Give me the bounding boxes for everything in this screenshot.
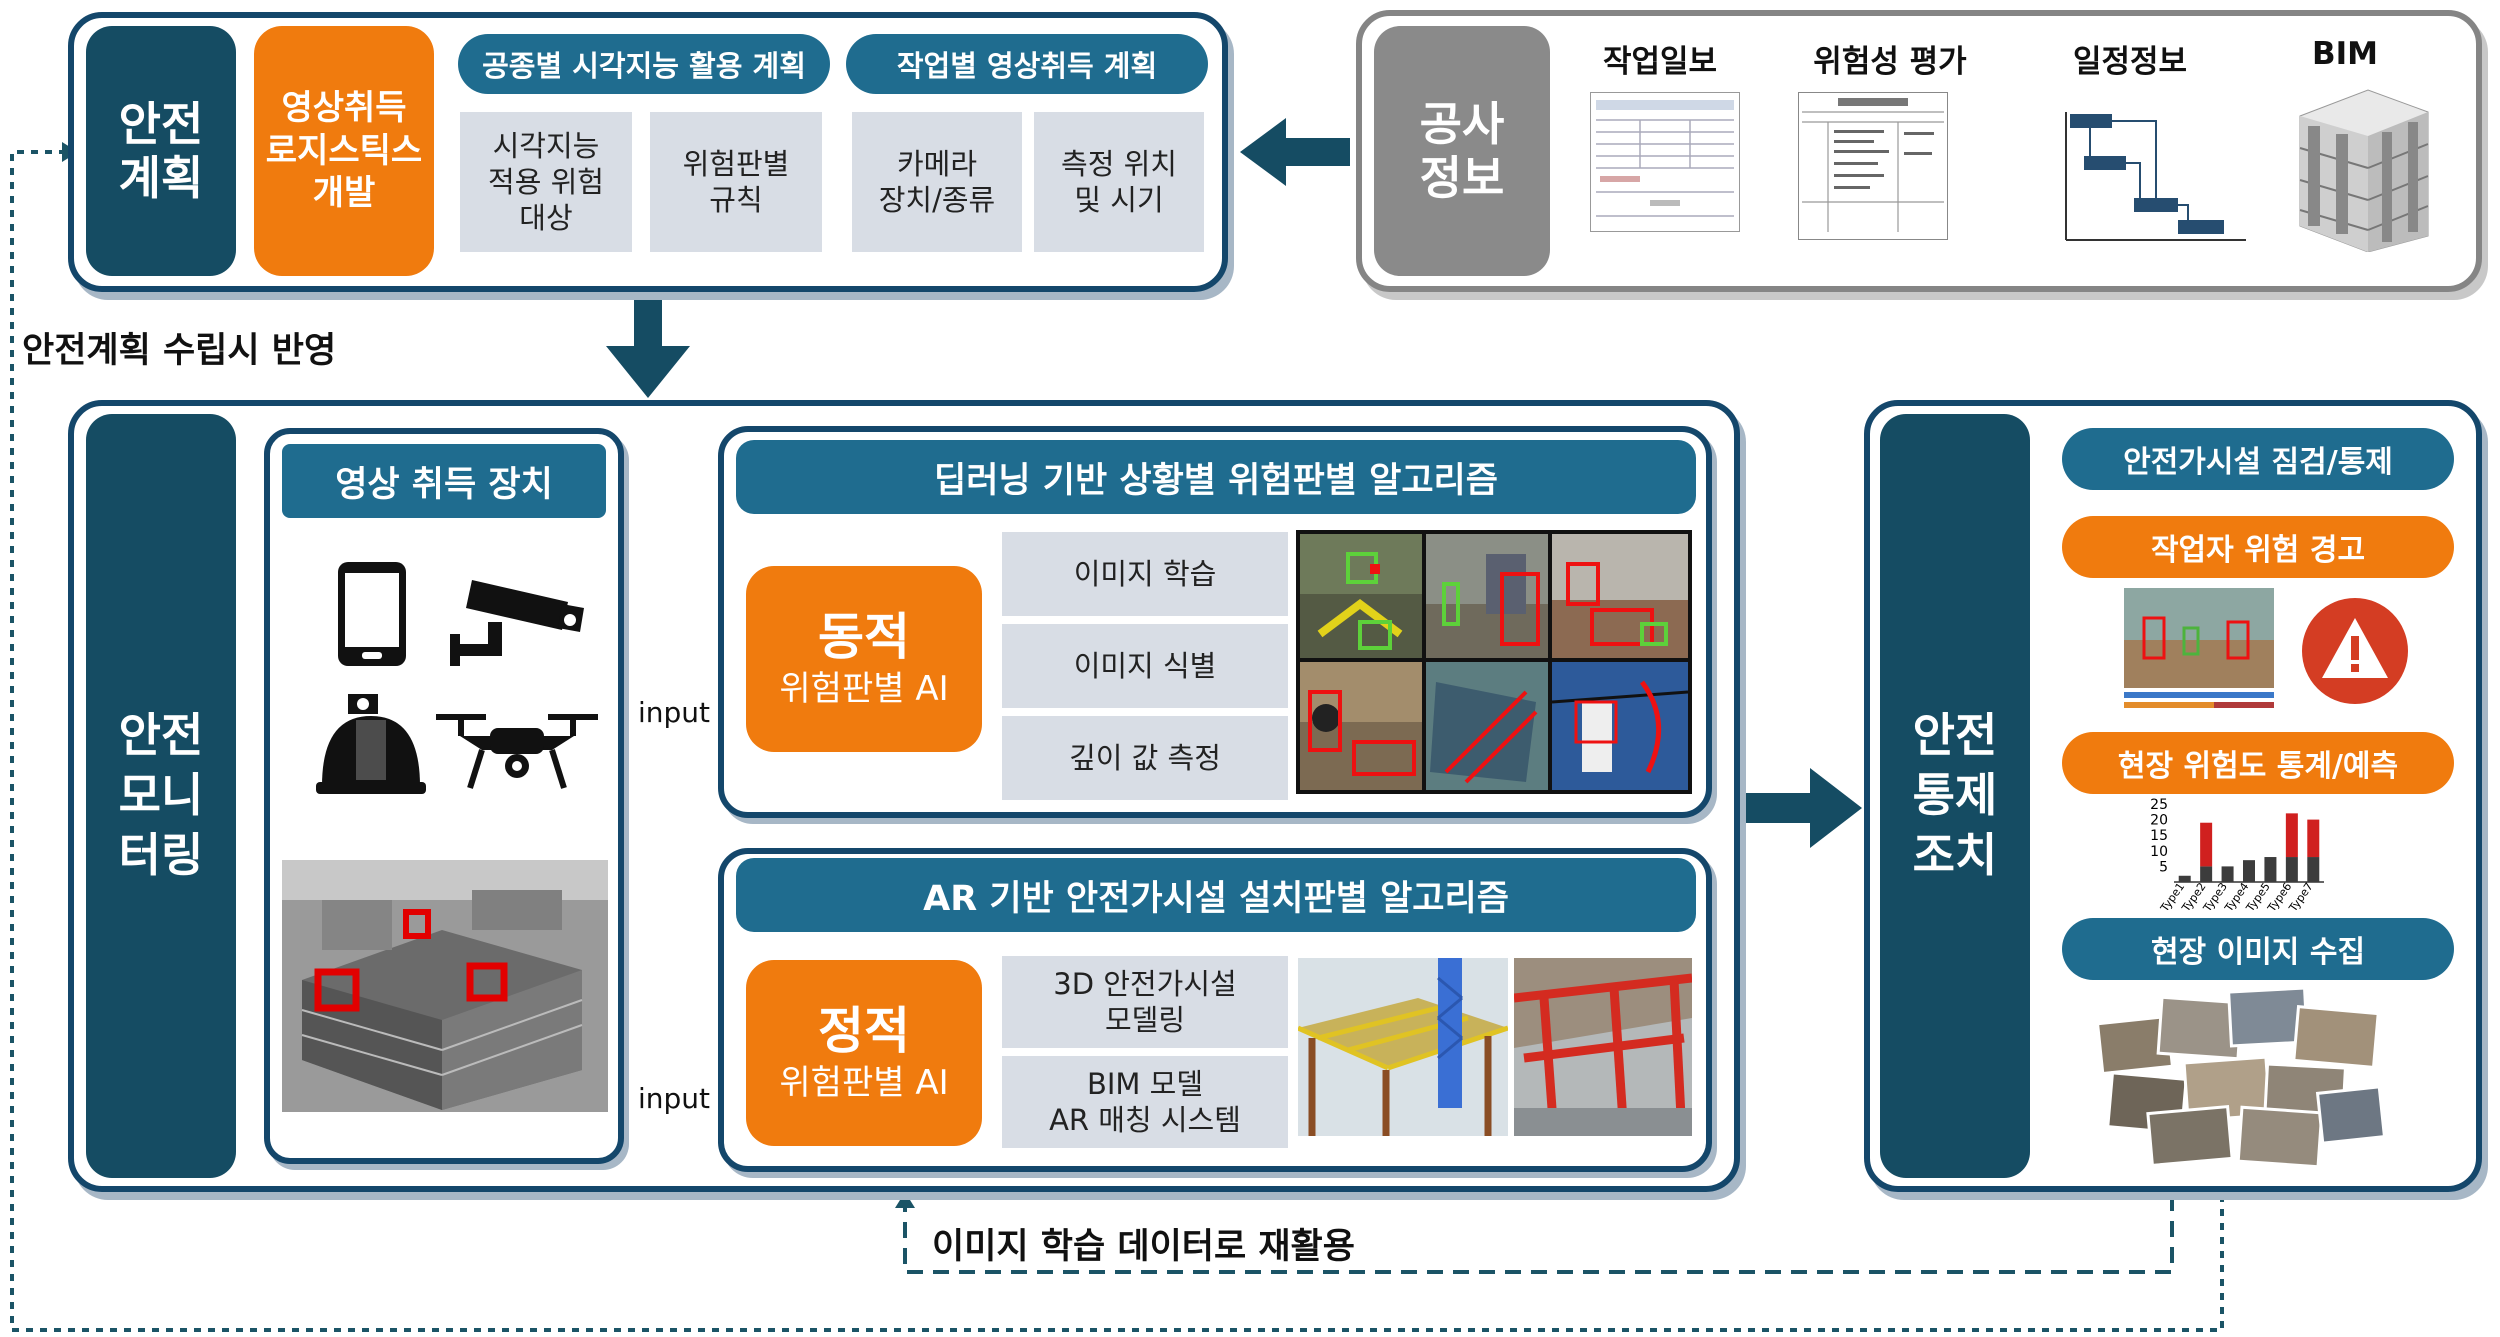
dynamic-ai-block: 동적 위험판별 AI <box>746 566 982 752</box>
chart-bar <box>2200 866 2213 882</box>
dl-photo-6 <box>1552 662 1688 790</box>
facility-inspection-pill: 안전가시설 짐검/통제 <box>2062 428 2454 490</box>
helmet-camera-icon <box>316 694 426 794</box>
reflect-label: 안전계획 수립시 반영 <box>22 331 337 371</box>
chart-ytick-label: 25 <box>2150 798 2168 813</box>
chart-bar <box>2178 875 2191 882</box>
bim-building-image <box>2299 89 2429 252</box>
group1-cell-2: 위험판별 규칙 <box>650 112 822 252</box>
chart-bar <box>2200 822 2213 867</box>
input-label-1: input <box>638 696 711 729</box>
dynamic-ai-small-text: 위험판별 AI <box>779 668 949 709</box>
reuse-label: 이미지 학습 데이터로 재활용 <box>932 1227 1355 1267</box>
static-ai-block: 정적 위험판별 AI <box>746 960 982 1146</box>
aerial-construction-photo <box>282 860 608 1112</box>
safety-monitoring-title: 안전 모니 터링 <box>86 414 236 1178</box>
dl-photo-1 <box>1300 534 1422 658</box>
dl-algorithm-title: 딥러닝 기반 상황별 위험판별 알고리즘 <box>736 440 1696 514</box>
chart-xtick-label: Type7 <box>2286 880 2316 910</box>
work-log-document-image <box>1590 92 1740 232</box>
smartphone-icon <box>338 562 406 666</box>
chart-ytick-label: 10 <box>2150 844 2168 860</box>
chart-ytick-label: 5 <box>2159 859 2168 875</box>
drone-icon <box>436 714 598 789</box>
dynamic-ai-big-text: 동적 <box>818 607 910 666</box>
group2-cell-2: 측정 위치 및 시기 <box>1034 112 1204 252</box>
chart-bar <box>2264 857 2277 882</box>
chart-ytick-label: 15 <box>2150 828 2168 844</box>
feedback-loop-dotted <box>10 150 2224 1332</box>
worker-warning-pill: 작업자 위험 경고 <box>2062 516 2454 578</box>
site-risk-bar-chart: 252015105Type1Type2Type3Type4Type5Type6T… <box>2150 798 2324 910</box>
logistics-block: 영상취득 로지스틱스 개발 <box>254 26 434 276</box>
dl-cell-depth-measure: 깊이 값 측정 <box>1002 716 1288 800</box>
chart-bar <box>2307 857 2320 882</box>
site-image-collage <box>2095 986 2387 1169</box>
schedule-label: 일정정보 <box>2072 44 2188 80</box>
chart-bar <box>2243 860 2255 882</box>
risk-assessment-document-image <box>1798 92 1948 240</box>
monitor-to-control-arrow <box>1740 768 1862 848</box>
group1-title: 공종별 시각지능 활용 계획 <box>458 34 830 94</box>
plan-to-monitor-arrow <box>606 292 690 398</box>
worker-detection-photo <box>2124 588 2274 708</box>
reuse-loop-dashed <box>903 1195 2174 1274</box>
dl-photo-5 <box>1426 662 1548 790</box>
info-to-plan-arrow <box>1240 118 1350 186</box>
chart-bar <box>2221 866 2234 882</box>
group2-title: 작업별 영상취득 계획 <box>846 34 1208 94</box>
warning-icon <box>2302 598 2408 704</box>
dl-cell-image-training: 이미지 학습 <box>1002 532 1288 616</box>
dl-photo-4 <box>1300 662 1422 790</box>
site-risk-stats-pill: 현장 위험도 통계/예측 <box>2062 732 2454 794</box>
risk-assessment-label: 위험성 평가 <box>1813 44 1967 80</box>
ar-render-2 <box>1514 958 1692 1136</box>
ar-cell-bim-matching: BIM 모델 AR 매칭 시스템 <box>1002 1056 1288 1148</box>
ar-render-1 <box>1298 958 1508 1136</box>
ar-algorithm-title: AR 기반 안전가시설 설치판별 알고리즘 <box>736 858 1696 932</box>
chart-bar <box>2285 857 2298 882</box>
site-image-collection-pill: 현장 이미지 수집 <box>2062 918 2454 980</box>
input-label-2: input <box>638 1082 711 1115</box>
construction-info-title: 공사 정보 <box>1374 26 1550 276</box>
chart-ytick-label: 20 <box>2150 813 2168 829</box>
dl-photo-3 <box>1552 534 1688 658</box>
safety-plan-title: 안전 계획 <box>86 26 236 276</box>
bim-label: BIM <box>2311 36 2378 72</box>
dl-photo-2 <box>1426 534 1548 658</box>
device-panel-title: 영상 취득 장치 <box>282 444 606 518</box>
group2-cell-1: 카메라 장치/종류 <box>852 112 1022 252</box>
static-ai-big-text: 정적 <box>818 1001 910 1060</box>
safety-control-title: 안전 통제 조치 <box>1880 414 2030 1178</box>
work-log-label: 작업일보 <box>1602 44 1718 80</box>
group1-cell-1: 시각지능 적용 위험 대상 <box>460 112 632 252</box>
chart-bar <box>2285 813 2298 858</box>
static-ai-small-text: 위험판별 AI <box>779 1062 949 1103</box>
schedule-gantt-image <box>2065 112 2246 241</box>
cctv-camera-icon <box>450 580 584 666</box>
reuse-arrowhead <box>895 1192 915 1208</box>
dl-cell-image-identification: 이미지 식별 <box>1002 624 1288 708</box>
chart-bar <box>2307 819 2320 858</box>
ar-cell-modeling: 3D 안전가시설 모델링 <box>1002 956 1288 1048</box>
